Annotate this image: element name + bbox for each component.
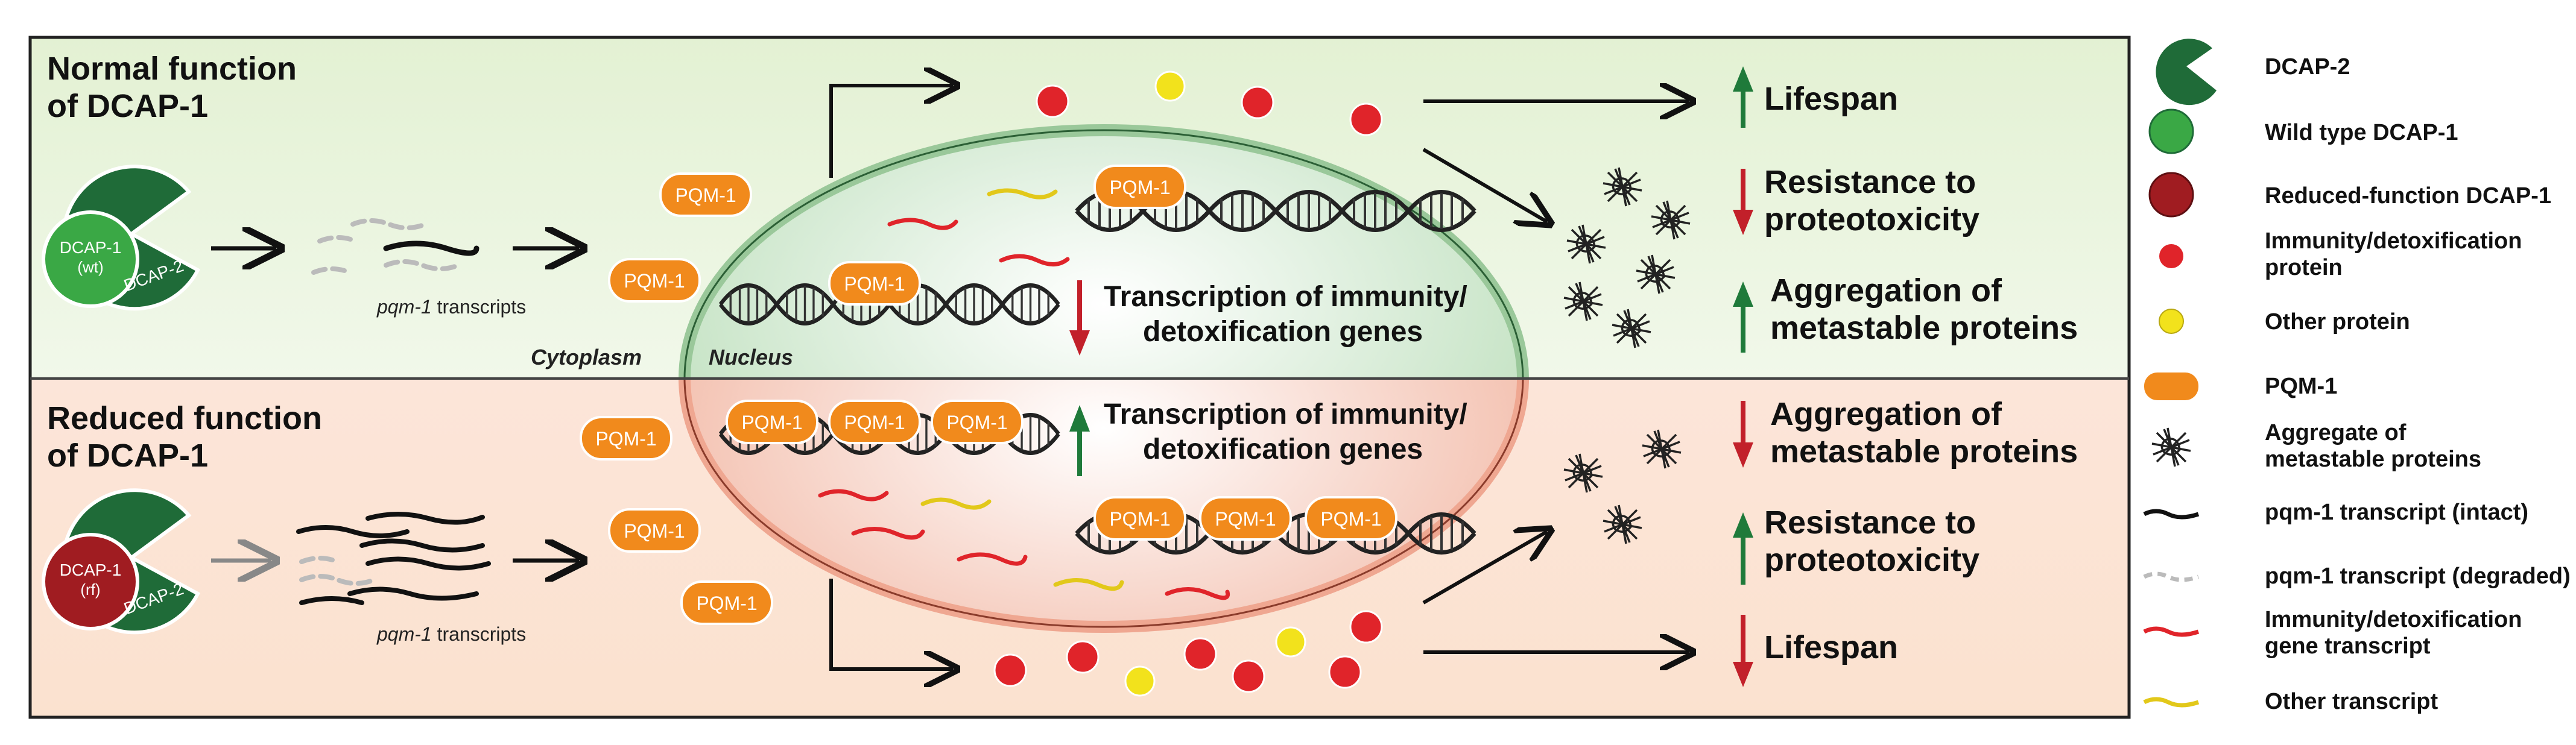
pqm1-protein: PQM-1 <box>608 508 701 553</box>
immunity-transcript <box>1165 587 1230 600</box>
other-transcript <box>920 497 992 510</box>
dcap1-wt-circle <box>42 210 139 308</box>
svg-text:PQM-1: PQM-1 <box>2265 374 2337 399</box>
legend-rf-dcap1: Reduced-function DCAP-1 <box>2148 172 2551 218</box>
legend-immunity-protein: Immunity/detoxification protein <box>2159 228 2528 280</box>
outcome-lifespan-top: Lifespan <box>1764 81 1898 117</box>
pqm1-protein: PQM-1 <box>726 400 818 444</box>
pqm1-protein: PQM-1 <box>659 172 752 217</box>
nucleus-label: Nucleus <box>709 345 793 369</box>
immunity-transcript <box>851 527 925 540</box>
legend-degraded-transcript: pqm-1 transcript (degraded) <box>2143 564 2571 589</box>
svg-text:Reduced-function DCAP-1: Reduced-function DCAP-1 <box>2265 183 2551 209</box>
immunity-transcript <box>999 254 1070 266</box>
immunity-transcript <box>957 552 1028 566</box>
pqm1-protein: PQM-1 <box>580 416 672 461</box>
pqm1-protein: PQM-1 <box>1305 496 1397 541</box>
arrow-to-aggregates-bottom <box>1422 532 1547 605</box>
immunity-protein <box>1036 84 1069 118</box>
svg-text:DCAP-1: DCAP-1 <box>60 238 122 257</box>
svg-text:(rf): (rf) <box>80 580 100 599</box>
svg-text:PQM-1: PQM-1 <box>595 428 656 450</box>
svg-text:PQM-1: PQM-1 <box>624 520 685 542</box>
svg-text:PQM-1: PQM-1 <box>844 412 905 433</box>
legend-other-protein: Other protein <box>2159 309 2410 335</box>
svg-text:PQM-1: PQM-1 <box>844 273 905 295</box>
svg-text:Immunity/detoxification: Immunity/detoxification protein <box>2265 228 2528 280</box>
export-arrow-top <box>829 86 953 178</box>
dcap-complex-rf: DCAP-1 (rf) DCAP-2 <box>42 488 201 635</box>
legend-aggregate: Aggregate of metastable proteins <box>2151 420 2481 472</box>
pqm1-transcripts-label-top: pqm-1 transcripts <box>376 296 526 318</box>
legend: DCAP-2 Wild type DCAP-1 Reduced-function… <box>2143 39 2571 714</box>
legend-immunity-transcript: Immunity/detoxification gene transcript <box>2143 607 2528 659</box>
outcome-resistance-top: Resistance to proteotoxicity <box>1764 164 1985 237</box>
svg-text:PQM-1: PQM-1 <box>741 412 802 433</box>
pqm1-transcripts-top <box>311 218 479 275</box>
transcription-label-top: Transcription of immunity/ detoxificatio… <box>1104 281 1475 348</box>
transcription-label-bottom: Transcription of immunity/ detoxificatio… <box>1104 398 1475 465</box>
arrow-to-aggregates-top <box>1422 148 1547 222</box>
immunity-protein <box>1349 102 1383 136</box>
pqm1-protein: PQM-1 <box>828 400 921 444</box>
immunity-protein <box>1183 637 1217 671</box>
pqm1-protein: PQM-1 <box>1093 165 1186 209</box>
reduced-title: Reduced function of DCAP-1 <box>47 400 331 474</box>
svg-text:Wild type DCAP-1: Wild type DCAP-1 <box>2265 120 2458 145</box>
pqm1-protein: PQM-1 <box>1093 496 1186 541</box>
svg-text:PQM-1: PQM-1 <box>1109 177 1170 198</box>
svg-text:PQM-1: PQM-1 <box>946 412 1007 433</box>
legend-wt-dcap1: Wild type DCAP-1 <box>2148 108 2458 154</box>
dcap1-rf-circle <box>42 533 139 630</box>
legend-dcap2: DCAP-2 <box>2156 39 2350 105</box>
outcome-aggregation-bottom: Aggregation of metastable proteins <box>1770 396 2078 470</box>
cytoplasm-label: Cytoplasm <box>531 345 642 369</box>
pqm1-protein: PQM-1 <box>680 580 773 625</box>
svg-text:PQM-1: PQM-1 <box>1215 508 1276 530</box>
outcome-resistance-bottom: Resistance to proteotoxicity <box>1764 505 1985 578</box>
svg-text:Aggregate of metastabl: Aggregate of metastable proteins <box>2265 420 2481 472</box>
pqm1-protein: PQM-1 <box>608 258 701 303</box>
legend-intact-transcript: pqm-1 transcript (intact) <box>2143 500 2528 525</box>
other-protein <box>1275 626 1306 658</box>
other-protein <box>1124 665 1156 697</box>
svg-text:Immunity/detoxification: Immunity/detoxification gene transcript <box>2265 607 2528 659</box>
pqm1-protein: PQM-1 <box>1199 496 1292 541</box>
svg-text:PQM-1: PQM-1 <box>624 270 685 292</box>
svg-text:PQM-1: PQM-1 <box>675 184 736 206</box>
immunity-protein <box>1241 86 1274 119</box>
other-transcript <box>987 188 1058 200</box>
other-protein <box>1154 71 1186 102</box>
svg-text:PQM-1: PQM-1 <box>1109 508 1170 530</box>
pqm1-protein: PQM-1 <box>931 400 1024 444</box>
export-arrow-bottom <box>829 579 953 669</box>
svg-text:pqm-1 transcript (intact): pqm-1 transcript (intact) <box>2265 500 2528 525</box>
pqm1-protein: PQM-1 <box>828 261 921 306</box>
svg-text:Other transcript: Other transcript <box>2265 689 2438 714</box>
svg-text:DCAP-2: DCAP-2 <box>2265 54 2350 80</box>
legend-pqm1: PQM-1 <box>2144 372 2337 400</box>
immunity-protein <box>1066 640 1100 674</box>
svg-text:PQM-1: PQM-1 <box>1320 508 1381 530</box>
immunity-protein <box>1328 655 1362 689</box>
pqm1-transcripts-bottom <box>296 512 491 605</box>
outcome-aggregation-top: Aggregation of metastable proteins <box>1770 272 2078 346</box>
svg-text:(wt): (wt) <box>77 258 103 276</box>
pqm1-transcripts-label-bottom: pqm-1 transcripts <box>376 623 526 645</box>
legend-other-transcript: Other transcript <box>2143 689 2438 714</box>
svg-text:pqm-1 transcript (degraded): pqm-1 transcript (degraded) <box>2265 564 2571 589</box>
outcome-lifespan-bottom: Lifespan <box>1764 629 1898 665</box>
immunity-transcript <box>818 489 889 501</box>
dcap-complex-wt: DCAP-1 (wt) DCAP-2 <box>42 165 201 311</box>
svg-text:Other protein: Other protein <box>2265 309 2410 335</box>
immunity-transcript <box>887 218 958 230</box>
immunity-protein <box>993 653 1027 687</box>
svg-text:PQM-1: PQM-1 <box>696 593 757 614</box>
svg-text:DCAP-1: DCAP-1 <box>60 561 122 579</box>
normal-title: Normal function of DCAP-1 <box>47 51 306 124</box>
immunity-protein <box>1232 659 1265 693</box>
other-transcript <box>1053 578 1124 591</box>
immunity-protein <box>1349 610 1383 644</box>
